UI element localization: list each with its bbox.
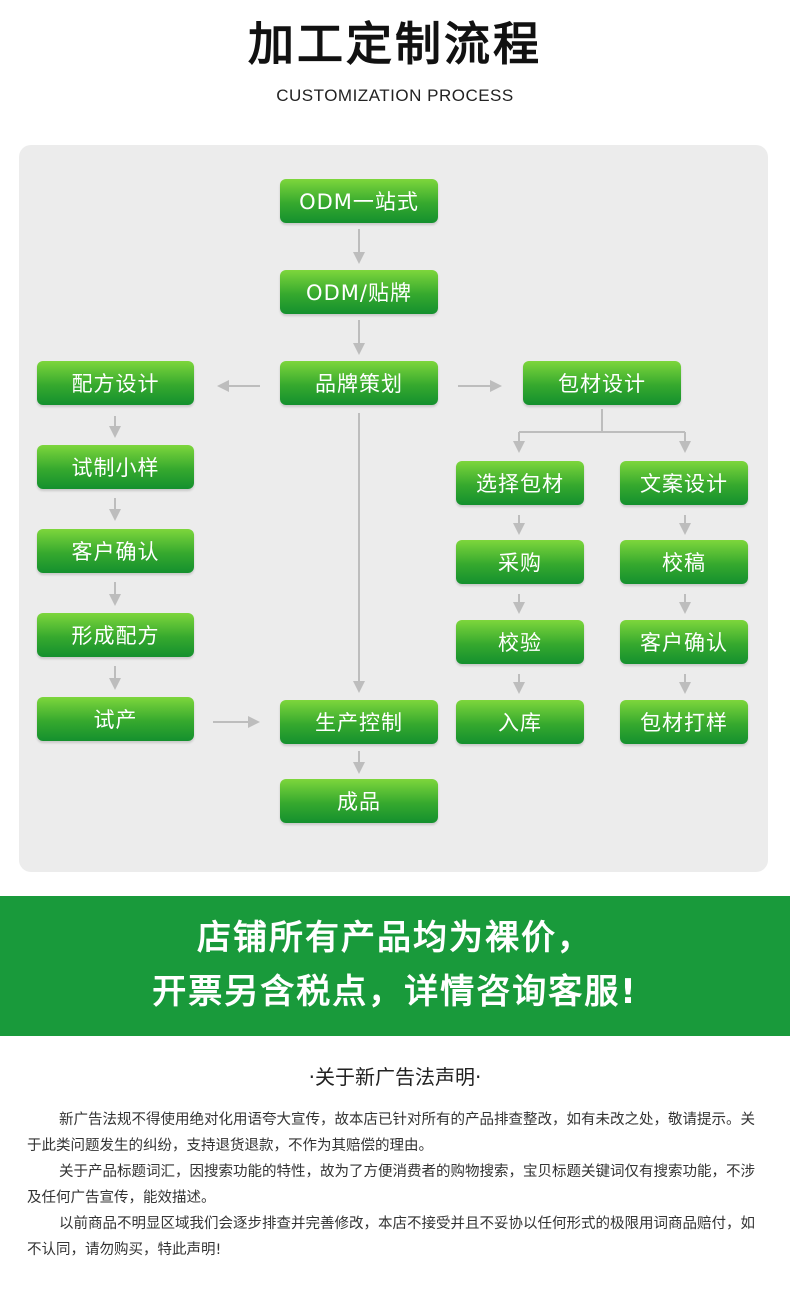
node-finished-product: 成品 <box>280 779 438 823</box>
node-packaging-design: 包材设计 <box>523 361 681 405</box>
node-formula-finalized: 形成配方 <box>37 613 194 657</box>
node-formula-design: 配方设计 <box>37 361 194 405</box>
price-banner: 店铺所有产品均为裸价， 开票另含税点，详情咨询客服! <box>0 896 790 1036</box>
node-odm-one-stop: ODM一站式 <box>280 179 438 223</box>
flowchart-panel <box>19 145 768 872</box>
node-select-packaging: 选择包材 <box>456 461 584 505</box>
node-brand-planning: 品牌策划 <box>280 361 438 405</box>
page-subtitle: CUSTOMIZATION PROCESS <box>276 86 514 105</box>
node-purchase: 采购 <box>456 540 584 584</box>
node-warehousing: 入库 <box>456 700 584 744</box>
node-customer-confirm-right: 客户确认 <box>620 620 748 664</box>
node-packaging-proofing: 包材打样 <box>620 700 748 744</box>
declaration-paragraph-3: 以前商品不明显区域我们会逐步排查并完善修改，本店不接受并且不妥协以任何形式的极限… <box>27 1216 755 1258</box>
declaration-paragraph-1: 新广告法规不得使用绝对化用语夸大宣传，故本店已针对所有的产品排查整改，如有未改之… <box>27 1112 755 1154</box>
node-customer-confirm-left: 客户确认 <box>37 529 194 573</box>
node-sample-trial: 试制小样 <box>37 445 194 489</box>
node-odm-oem: ODM/贴牌 <box>280 270 438 314</box>
banner-line-1: 店铺所有产品均为裸价， <box>197 918 593 958</box>
node-proofreading: 校稿 <box>620 540 748 584</box>
node-copywriting-design: 文案设计 <box>620 461 748 505</box>
banner-line-2: 开票另含税点，详情咨询客服! <box>152 972 638 1012</box>
declaration-title: ·关于新广告法声明· <box>308 1065 482 1089</box>
page-title: 加工定制流程 <box>248 17 542 71</box>
node-inspection: 校验 <box>456 620 584 664</box>
node-production-control: 生产控制 <box>280 700 438 744</box>
declaration-paragraph-2: 关于产品标题词汇，因搜索功能的特性，故为了方便消费者的购物搜索，宝贝标题关键词仅… <box>27 1164 755 1206</box>
node-trial-production: 试产 <box>37 697 194 741</box>
